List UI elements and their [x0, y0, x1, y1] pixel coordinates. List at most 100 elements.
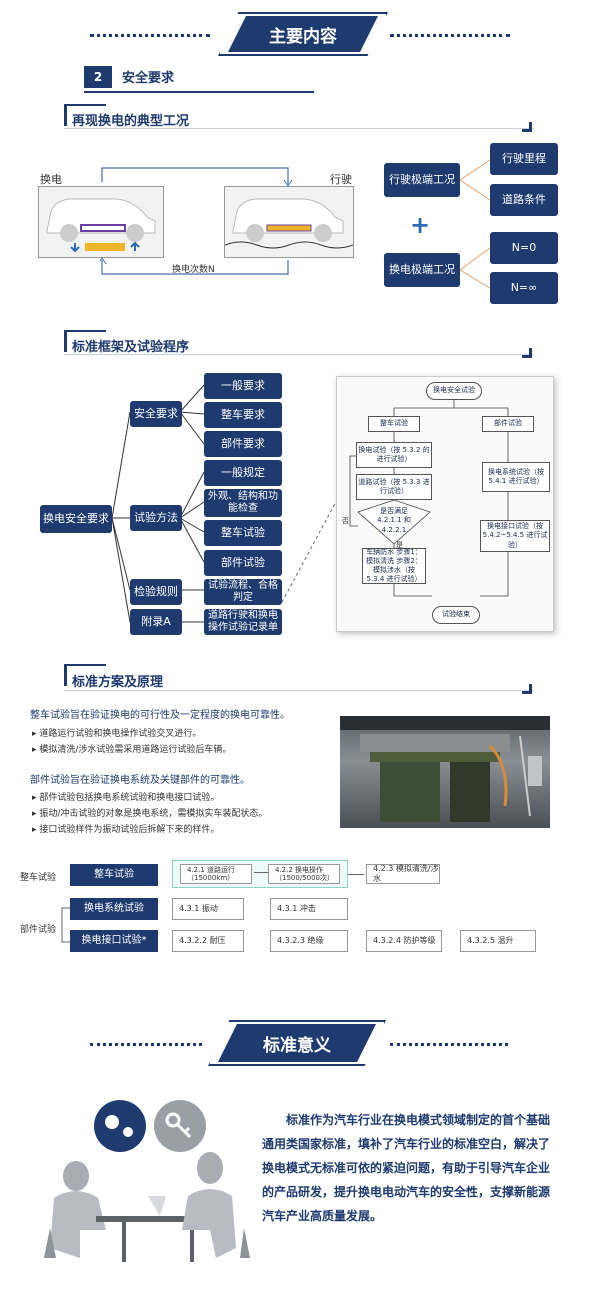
tree-method: 试验方法 — [130, 505, 182, 531]
section-title: 安全要求 — [122, 71, 175, 86]
flow-decision: 是否满足 4.2.1.1 和 4.2.2.1 — [377, 507, 411, 534]
n0-box: N=0 — [490, 232, 558, 264]
principle-p1: 整车试验旨在验证换电的可行性及一定程度的换电可靠性。 — [30, 710, 290, 721]
flow-part: 部件试验 — [482, 416, 534, 432]
principle-b1-text: 道路运行试验和换电操作试验交叉进行。 — [39, 729, 202, 739]
tree-connectors — [111, 384, 205, 623]
test-equipment-photo — [340, 716, 550, 828]
head3-corner — [522, 684, 532, 694]
tree-vehicle-req: 整车要求 — [204, 402, 282, 428]
tree-part-req: 部件要求 — [204, 431, 282, 457]
label-swap: 换电 — [40, 173, 62, 186]
meeting-illustration — [44, 1100, 250, 1262]
gear-icon-circle — [94, 1100, 146, 1152]
table-c2-c3-arrow — [348, 874, 364, 875]
car-image-swap — [38, 186, 164, 258]
flow-end: 试验结束 — [432, 606, 480, 624]
table-i3: 4.3.2.4 防护等级 — [366, 930, 442, 952]
flow-yes: 是 — [396, 541, 403, 549]
banner-main-content: 主要内容 — [228, 16, 378, 52]
head2-line-top — [66, 330, 106, 332]
tree-appendix: 附录A — [130, 609, 182, 635]
table-part-label: 部件试验 — [20, 925, 57, 935]
significance-text: 标准作为汽车行业在换电模式领域制定的首个基础通用类国家标准，填补了汽车行业的标准… — [262, 1113, 551, 1223]
principle-b4: ▸ 振动/冲击试验的对象是换电系统，需模拟实车装配状态。 — [32, 809, 268, 819]
principle-b3-text: 部件试验包括换电系统试验和换电接口试验。 — [39, 793, 220, 803]
extreme-connectors — [460, 159, 491, 289]
table-c1-c2-arrow — [254, 872, 268, 873]
tree-inspect: 检验规则 — [130, 579, 182, 605]
table-c2: 4.2.2 换电操作（1500/5000次） — [268, 864, 340, 884]
head2-corner — [522, 348, 532, 358]
swap-cycle-arrows — [100, 167, 293, 275]
table-c3: 4.2.3 模拟清洗/涉水 — [366, 864, 440, 884]
flow-iface-test: 换电接口试验（按 5.4.2~5.4.5 进行试验） — [480, 520, 550, 552]
banner2-dots-right — [390, 1043, 508, 1046]
tree-inspect-desc: 试验流程、合格判定 — [204, 579, 282, 605]
banner-dots-left — [90, 34, 210, 37]
head1-title: 再现换电的典型工况 — [72, 114, 190, 129]
tree-root: 换电安全要求 — [40, 505, 112, 533]
car-image-drive — [224, 186, 354, 258]
flow-no: 否 — [342, 517, 349, 525]
tree-safety: 安全要求 — [130, 401, 182, 427]
label-drive: 行驶 — [330, 173, 352, 186]
table-i4: 4.3.2.5 温升 — [460, 930, 536, 952]
flow-start: 换电安全试验 — [426, 382, 482, 400]
head3-line-top — [66, 664, 106, 666]
zoom-dashed-line — [282, 497, 339, 603]
table-part-bracket — [61, 907, 70, 943]
head1-line-top — [66, 104, 106, 106]
table-s2: 4.3.1 冲击 — [270, 898, 348, 920]
head2-title: 标准框架及试验程序 — [72, 340, 190, 355]
tree-appendix-desc: 道路行驶和换电操作试验记录单 — [204, 609, 282, 635]
head3-bar — [64, 664, 67, 686]
principle-b5: ▸ 接口试验样件为振动试验后拆解下来的样件。 — [32, 825, 220, 835]
ninf-box: N=∞ — [490, 272, 558, 304]
principle-b4-text: 振动/冲击试验的对象是换电系统，需模拟实车装配状态。 — [39, 809, 268, 819]
table-sys-box: 换电系统试验 — [70, 898, 158, 920]
flow-sys-test: 换电系统试验（按 5.4.1 进行试验） — [482, 462, 550, 492]
principle-b2-text: 模拟清洗/涉水试验需采用道路运行试验后车辆。 — [39, 745, 232, 755]
principle-b1: ▸ 道路运行试验和换电操作试验交叉进行。 — [32, 729, 202, 739]
head1-bar — [64, 104, 67, 126]
principle-b5-text: 接口试验样件为振动试验后拆解下来的样件。 — [39, 825, 220, 835]
mileage-box: 行驶里程 — [490, 143, 558, 175]
flow-waterproof: 车辆防水 步骤1：模拟清洗 步骤2：模拟涉水（按 5.3.4 进行试验） — [362, 548, 426, 584]
head2-bar — [64, 330, 67, 352]
principle-b3: ▸ 部件试验包括换电系统试验和换电接口试验。 — [32, 793, 220, 803]
plus-sign: + — [410, 211, 431, 239]
table-c1: 4.2.1 道路运行（15000km） — [180, 864, 252, 884]
label-swap-count: 换电次数N — [172, 265, 215, 275]
equipment-graphic — [340, 716, 550, 822]
table-i1: 4.3.2.2 耐压 — [172, 930, 244, 952]
table-vehicle-label: 整车试验 — [20, 873, 57, 883]
tree-appearance: 外观、结构和功能检查 — [204, 489, 282, 517]
head3-title: 标准方案及原理 — [72, 675, 164, 690]
banner-dots-right — [390, 34, 510, 37]
head1-corner — [522, 122, 532, 132]
banner2-dots-left — [90, 1043, 202, 1046]
principle-p2: 部件试验旨在验证换电系统及关键部件的可靠性。 — [30, 775, 250, 786]
tree-general-rule: 一般规定 — [204, 460, 282, 486]
table-s1: 4.3.1 振动 — [172, 898, 244, 920]
table-i2: 4.3.2.3 绝缘 — [270, 930, 348, 952]
car-drive-icon — [224, 198, 354, 249]
head2-line-bottom — [64, 354, 534, 355]
principle-b2: ▸ 模拟清洗/涉水试验需采用道路运行试验后车辆。 — [32, 745, 232, 755]
flowchart-lines — [349, 400, 509, 597]
tree-part-test: 部件试验 — [204, 550, 282, 576]
table-iface-box: 换电接口试验* — [70, 930, 158, 952]
head1-line-bottom — [64, 128, 534, 129]
section-number: 2 — [84, 66, 112, 88]
head3-line-bottom — [64, 690, 534, 691]
table-vehicle-box: 整车试验 — [70, 864, 158, 886]
car-swap-icon — [46, 198, 156, 253]
tree-general-req: 一般要求 — [204, 373, 282, 399]
flow-vehicle: 整车试验 — [368, 416, 420, 432]
banner-significance: 标准意义 — [218, 1024, 376, 1062]
flow-swap-test: 换电试验（按 5.3.2 的进行试验） — [356, 442, 432, 468]
drive-extreme-box: 行驶极端工况 — [384, 163, 460, 197]
tree-vehicle-test: 整车试验 — [204, 520, 282, 546]
flow-road-test: 道路试验（按 5.3.3 进行试验） — [356, 474, 432, 500]
